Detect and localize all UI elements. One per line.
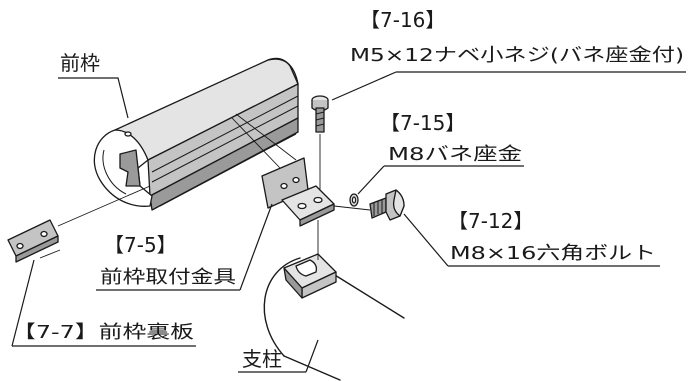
label-bracket-code: 【7-5】 (104, 233, 177, 257)
label-washer-name: M8バネ座金 (388, 144, 522, 165)
front-frame-part (93, 57, 299, 211)
post-part (263, 253, 405, 381)
label-bracket-name: 前枠取付金具 (100, 267, 236, 288)
back-plate-part (7, 219, 59, 263)
bolt-part (369, 189, 405, 221)
label-screw-name: M5×12ナベ小ネジ(バネ座金付) (350, 45, 684, 66)
label-post: 支柱 (242, 347, 282, 371)
screw-part (311, 95, 329, 133)
leader-lines (11, 71, 686, 373)
bracket-part (261, 157, 335, 227)
label-front-frame: 前枠 (60, 51, 100, 75)
label-bolt-name: M8×16六角ボルト (450, 243, 656, 264)
label-screw-code: 【7-16】 (360, 8, 445, 32)
label-back-plate: 【7-7】前枠裏板 (12, 322, 194, 343)
washer-part (349, 193, 359, 207)
label-washer-code: 【7-15】 (380, 111, 465, 135)
label-bolt-code: 【7-12】 (448, 209, 533, 233)
